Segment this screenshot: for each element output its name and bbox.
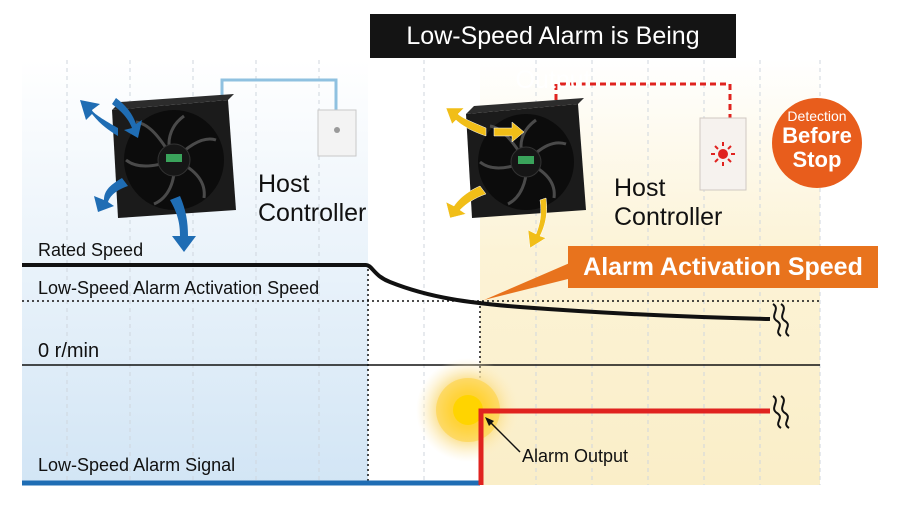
airflow-arrow-icon xyxy=(445,107,547,249)
rated-speed-label: Rated Speed xyxy=(38,240,144,260)
alarm-output-pointer xyxy=(487,419,521,453)
host-line-2: Controller xyxy=(258,199,367,227)
host-line-1: Host xyxy=(258,170,310,198)
detection-before-stop-badge: Detection Before Stop xyxy=(772,98,862,188)
alarm-output-label: Alarm Output xyxy=(522,446,629,466)
break-mark-icon xyxy=(772,395,790,429)
alarm-activation-speed-callout: Alarm Activation Speed xyxy=(568,246,878,288)
badge-line-3: Stop xyxy=(792,147,842,172)
airflow-arrow-icon xyxy=(80,98,196,252)
host-controller-icon xyxy=(317,109,357,157)
right-host-controller-label: Host Controller xyxy=(614,174,722,232)
host-line-1: Host xyxy=(614,174,666,202)
fan-icon xyxy=(112,94,236,218)
left-connection-line xyxy=(220,78,338,110)
break-mark-icon xyxy=(772,303,790,337)
callout-pointer xyxy=(484,262,580,300)
badge-line-2: Before xyxy=(782,123,852,148)
speed-curve xyxy=(22,263,771,321)
alarm-signal-label: Low-Speed Alarm Signal xyxy=(38,455,236,475)
left-host-controller-label: Host Controller xyxy=(258,170,366,228)
alarm-signal-line xyxy=(478,408,770,485)
page-title: Low-Speed Alarm is Being Output xyxy=(370,14,736,94)
right-connection-line xyxy=(554,82,732,118)
activation-speed-label: Low-Speed Alarm Activation Speed xyxy=(38,278,320,298)
fan-icon xyxy=(466,98,586,218)
zero-speed-label: 0 r/min xyxy=(38,340,100,362)
alarm-glow-core xyxy=(453,395,483,425)
host-controller-icon xyxy=(699,117,747,191)
alarm-light-icon xyxy=(711,142,735,166)
badge-line-1: Detection xyxy=(787,108,847,124)
alarm-output-arrowhead xyxy=(485,417,494,426)
host-line-2: Controller xyxy=(614,203,723,231)
